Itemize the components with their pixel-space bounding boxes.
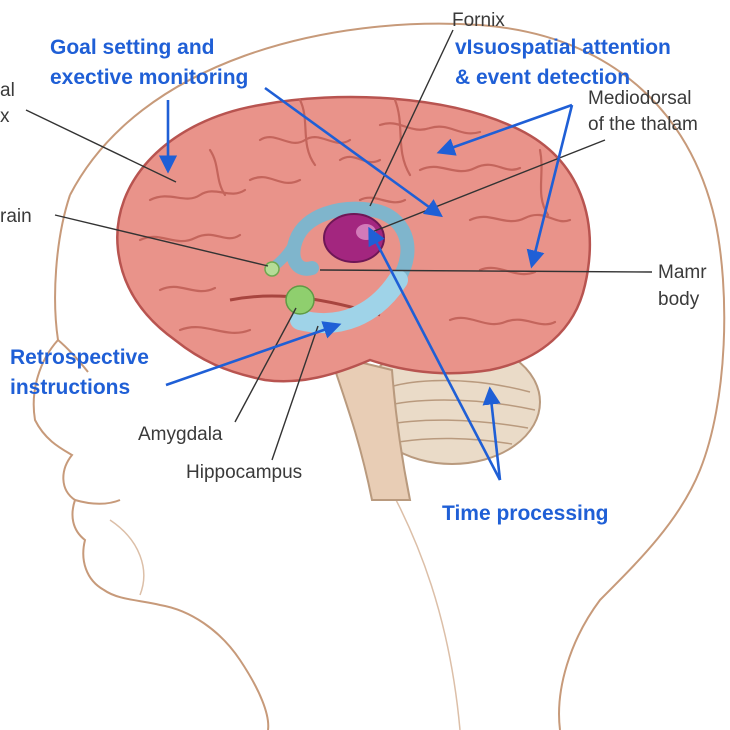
- label-mediodorsal-2: of the thalam: [588, 114, 698, 135]
- arrow-goal-parietal: [264, 86, 443, 218]
- label-goal-1: Goal setting and: [50, 36, 215, 59]
- label-goal-2: exective monitoring: [50, 66, 248, 89]
- arrow-time-cerebellum: [482, 386, 502, 481]
- label-cut-left-1: al: [0, 80, 15, 101]
- label-retro-1: Retrospective: [10, 346, 149, 369]
- arrow-retro-hippocampus: [165, 321, 342, 387]
- label-visuo-1: vIsuospatial attention: [455, 36, 671, 59]
- label-amygdala: Amygdala: [138, 424, 223, 445]
- function-arrows: [158, 86, 574, 481]
- label-mammillary-1: Mamr: [658, 262, 707, 283]
- brainstem: [328, 353, 412, 501]
- amygdala: [285, 285, 315, 315]
- face-shading: [109, 469, 461, 730]
- arrow-time-thalamus: [368, 226, 502, 481]
- label-cut-left-2: x: [0, 106, 10, 127]
- label-hippocampus: Hippocampus: [186, 462, 302, 483]
- label-time: Time processing: [442, 502, 609, 525]
- label-fornix: Fornix: [452, 10, 505, 31]
- mammillary-body: [264, 261, 280, 277]
- arrow-visuo-temporal: [526, 104, 574, 269]
- arrow-visuo-parietal: [436, 103, 573, 156]
- head-outline: [32, 22, 726, 730]
- label-mediodorsal-1: Mediodorsal: [588, 88, 692, 109]
- anatomy-leader-lines: [25, 29, 653, 461]
- label-cut-left-3: rain: [0, 206, 32, 227]
- label-mammillary-2: body: [658, 289, 700, 310]
- label-visuo-2: & event detection: [455, 66, 630, 89]
- label-retro-2: instructions: [10, 376, 130, 399]
